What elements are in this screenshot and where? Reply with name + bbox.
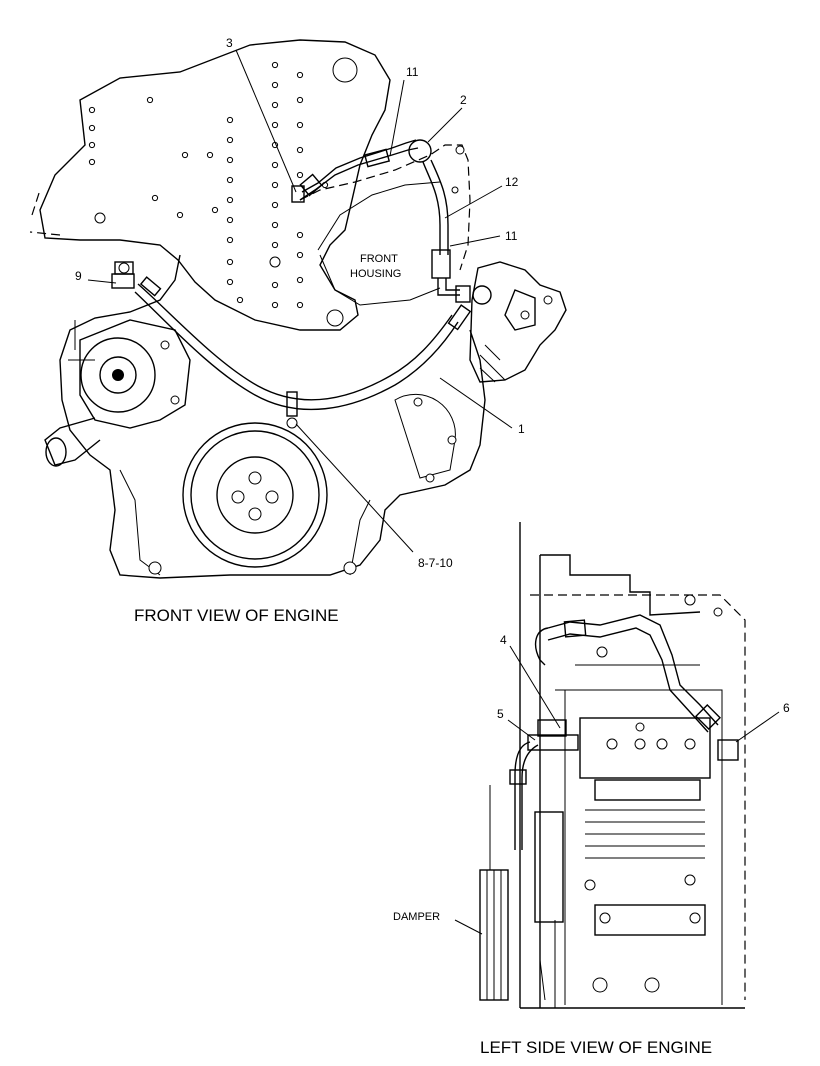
front-housing-outline [299,144,471,271]
side-lower-tube [509,719,579,1008]
side-damper [479,785,509,1001]
side-view-caption: LEFT SIDE VIEW OF ENGINE [480,1038,713,1057]
callout-2: 2 [460,93,467,107]
side-hose [534,614,739,761]
callout-1: 1 [518,422,525,436]
crankshaft-pulley [182,422,328,568]
callout-5: 5 [497,707,504,721]
side-view-drawing: 4 5 6 DAMPER [393,522,790,1009]
fitting-9 [111,261,135,289]
callout-8-7-10: 8-7-10 [418,556,453,570]
tube-assembly-12 [291,139,492,305]
callout-11-upper: 11 [406,65,419,79]
front-housing-label-line2: HOUSING [350,268,401,280]
front-housing-label-line1: FRONT [360,253,398,265]
hose-assembly-1 [134,276,472,411]
timing-cover [59,254,486,579]
callout-11-lower: 11 [505,229,518,243]
callout-12: 12 [505,175,519,189]
side-compressor [579,717,711,993]
front-leader-lines [87,49,513,553]
side-leader-lines [454,645,780,935]
callout-4: 4 [500,633,507,647]
damper-label: DAMPER [393,911,440,923]
front-plate-outline [39,39,391,331]
callout-9: 9 [75,269,82,283]
callout-3: 3 [226,36,233,50]
hose-clip [286,391,298,429]
front-view-drawing: 3 11 2 12 11 9 1 8-7-10 FRONT HOUSING [29,36,567,579]
callout-6: 6 [783,701,790,715]
air-compressor [469,261,567,383]
water-pump [44,319,191,467]
front-view-caption: FRONT VIEW OF ENGINE [134,606,339,625]
